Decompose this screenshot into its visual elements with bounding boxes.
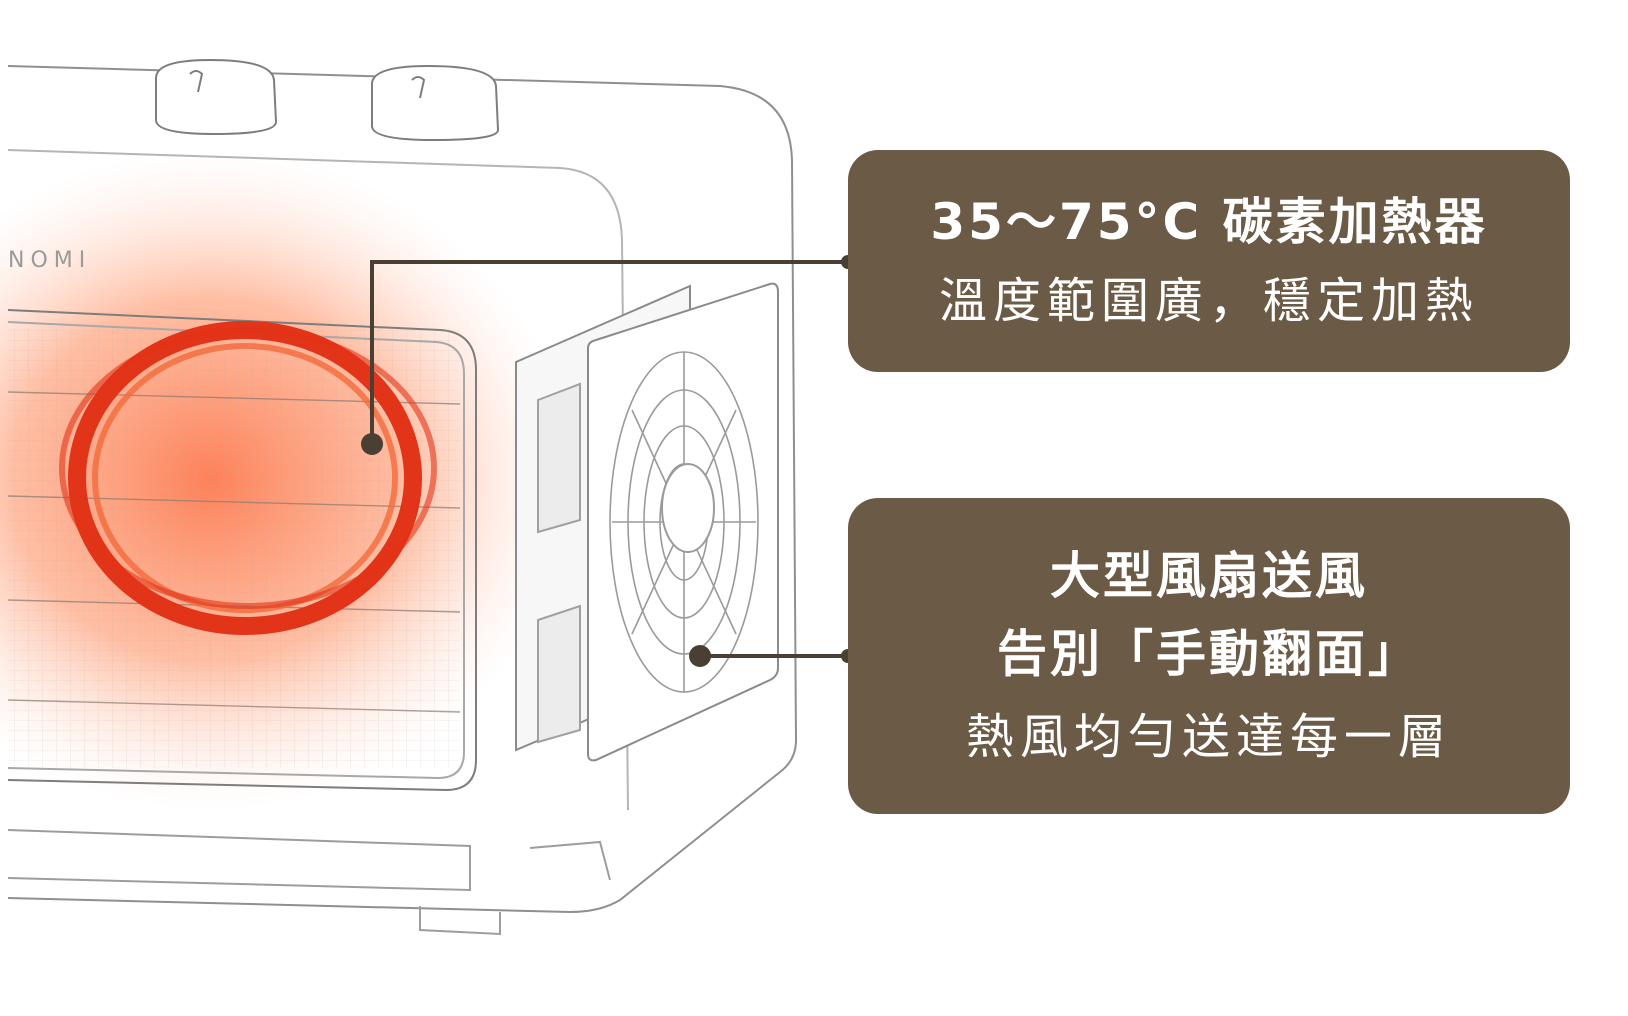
fan-unit	[515, 282, 779, 762]
heater-callout-subtitle: 溫度範圍廣，穩定加熱	[938, 273, 1479, 329]
fan-callout-title: 大型風扇送風	[1050, 547, 1368, 605]
fan-callout-subtitle: 熱風均勻送達每一層	[965, 709, 1452, 765]
fan-feature-callout: 大型風扇送風 告別「手動翻面」 熱風均勻送達每一層	[848, 498, 1570, 814]
heater-feature-callout: 35～75°C 碳素加熱器 溫度範圍廣，穩定加熱	[848, 150, 1570, 372]
brand-logo-text: NOMI	[8, 248, 92, 273]
control-knob-right	[371, 64, 500, 142]
dehydrator-body	[7, 65, 798, 936]
heater-callout-title: 35～75°C 碳素加熱器	[930, 193, 1488, 251]
fan-callout-title-2: 告別「手動翻面」	[997, 625, 1421, 683]
carbon-heater-ring	[59, 321, 437, 635]
control-knob-left	[155, 58, 278, 136]
